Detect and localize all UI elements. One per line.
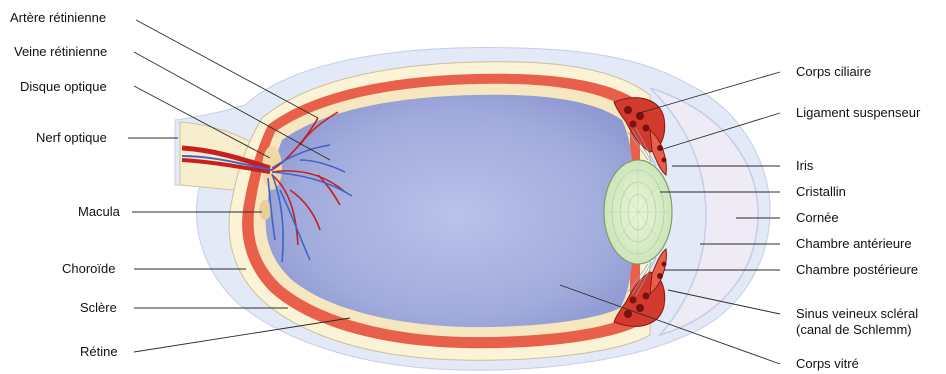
- macula: [259, 200, 271, 220]
- label-macula: Macula: [78, 204, 121, 219]
- label-ligament-suspenseur: Ligament suspenseur: [796, 105, 921, 120]
- label-chambre-posterieure: Chambre postérieure: [796, 262, 918, 277]
- label-sinus-veineux: Sinus veineux scléral: [796, 306, 918, 321]
- label-corps-vitre: Corps vitré: [796, 356, 859, 371]
- vitreous-body: [266, 95, 634, 327]
- label-choroide: Choroïde: [62, 261, 115, 276]
- label-canal-schlemm: (canal de Schlemm): [796, 322, 912, 337]
- label-chambre-anterieure: Chambre antérieure: [796, 236, 912, 251]
- label-cornee: Cornée: [796, 210, 839, 225]
- label-iris: Iris: [796, 158, 814, 173]
- lens: [604, 160, 672, 264]
- label-artere-retinienne: Artère rétinienne: [10, 10, 106, 25]
- label-cristallin: Cristallin: [796, 184, 846, 199]
- label-corps-ciliaire: Corps ciliaire: [796, 64, 871, 79]
- label-nerf-optique: Nerf optique: [36, 130, 107, 145]
- label-retine: Rétine: [80, 344, 118, 359]
- label-veine-retinienne: Veine rétinienne: [14, 44, 107, 59]
- label-sclere: Sclère: [80, 300, 117, 315]
- label-disque-optique: Disque optique: [20, 79, 107, 94]
